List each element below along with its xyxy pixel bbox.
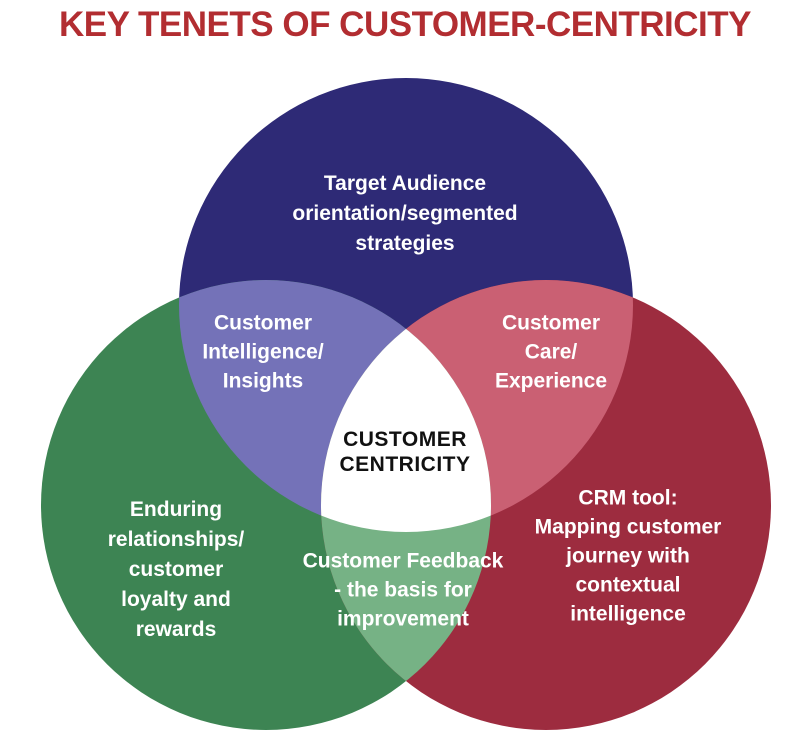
label-customer-feedback: Customer Feedback - the basis for improv… <box>302 549 504 631</box>
label-crm-tool: CRM tool: Mapping customer journey with … <box>534 486 722 626</box>
label-target-audience: Target Audience orientation/segmented st… <box>292 172 518 255</box>
page-title: KEY TENETS OF CUSTOMER-CENTRICITY <box>59 5 751 44</box>
label-enduring-relationships: Enduring relationships/ customer loyalty… <box>107 498 245 641</box>
label-customer-intelligence: Customer Intelligence/ Insights <box>202 311 324 393</box>
label-customer-care: Customer Care/ Experience <box>494 311 608 393</box>
label-customer-centricity: CUSTOMER CENTRICITY <box>339 428 471 476</box>
